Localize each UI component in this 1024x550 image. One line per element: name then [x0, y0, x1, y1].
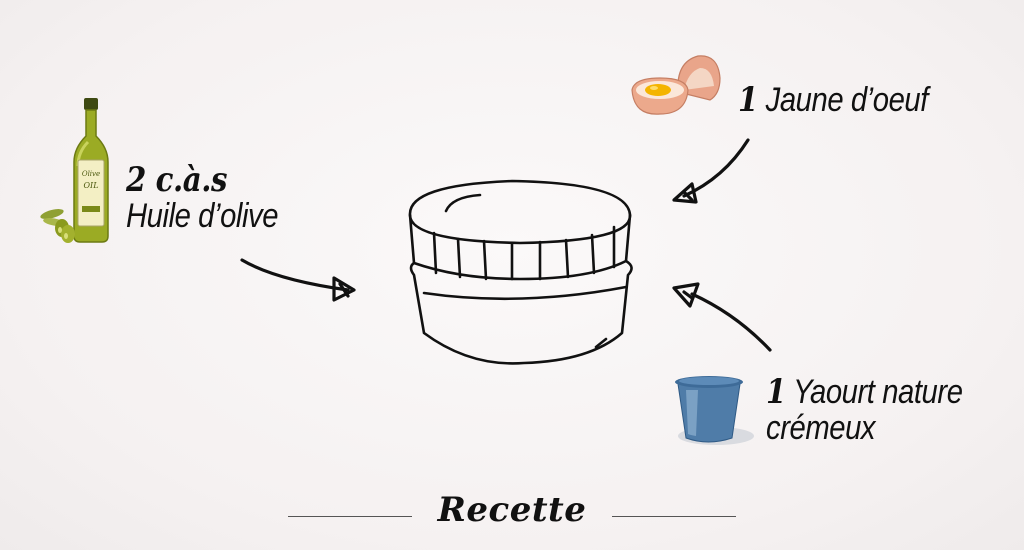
olive-oil-label: 2 c.à.s Huile d’olive: [126, 160, 279, 235]
yogurt-name: Yaourt nature: [793, 373, 963, 411]
egg-quantity: 1: [738, 80, 758, 120]
arrow-egg: [672, 138, 750, 204]
egg-label: 1 Jaune d’oeuf: [738, 82, 928, 118]
footer-divider-left: [288, 516, 412, 517]
yogurt-quantity: 1: [766, 372, 786, 412]
footer-divider-right: [612, 516, 736, 517]
arrow-olive-oil: [240, 258, 356, 302]
footer-title: Recette: [437, 490, 587, 530]
egg-name: Jaune d’oeuf: [765, 81, 929, 119]
yogurt-label: 1 Yaourt nature crémeux: [766, 374, 963, 446]
olive-oil-quantity: 2 c.à.s: [126, 160, 228, 200]
olive-oil-name: Huile d’olive: [126, 197, 279, 235]
jar-sketch-icon: [408, 179, 633, 365]
egg-yolk-icon: [631, 55, 721, 115]
olive-oil-bottle-icon: Olive OIL: [40, 98, 109, 243]
arrow-yogurt: [672, 282, 772, 352]
yogurt-cup-icon: [675, 376, 754, 445]
svg-text:OIL: OIL: [83, 181, 98, 190]
svg-text:Olive: Olive: [82, 170, 100, 178]
yogurt-name-line2: crémeux: [766, 409, 876, 447]
